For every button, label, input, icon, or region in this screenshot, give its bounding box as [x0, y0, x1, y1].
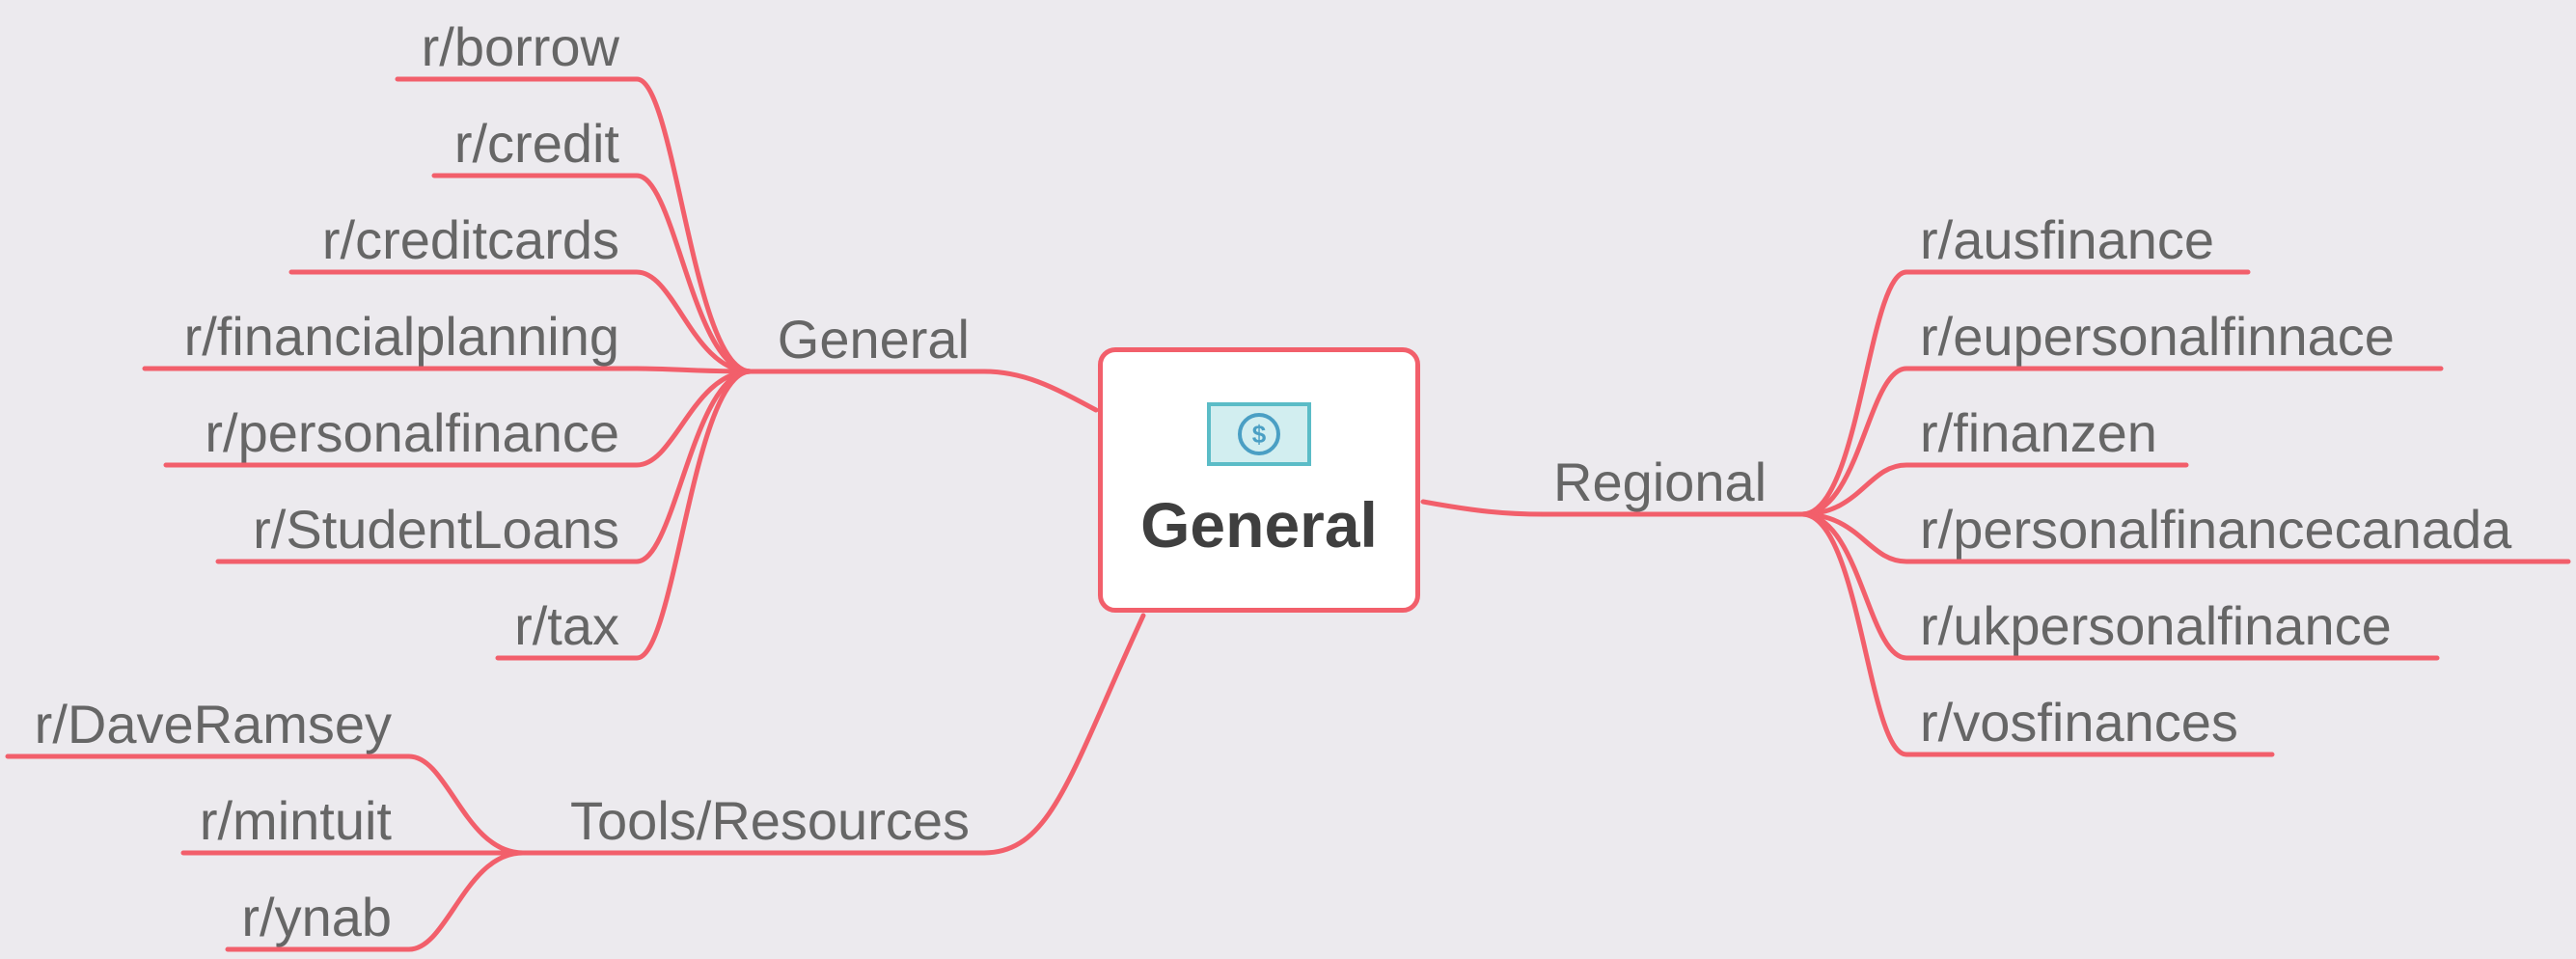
- connector-root-to-general: [981, 369, 1099, 413]
- leaf-r-mintuit[interactable]: r/mintuit: [200, 790, 393, 851]
- branch-label-tools-resources[interactable]: Tools/Resources: [570, 790, 970, 851]
- root-topic[interactable]: $ General: [1098, 347, 1420, 613]
- node-labels: General r/borrow r/credit r/creditcards r/fi…: [35, 16, 2513, 947]
- connector-leaf-r-borrow: [395, 76, 754, 374]
- leaf-r-creditcards[interactable]: r/creditcards: [322, 209, 619, 270]
- connector-leaf-r-eupersonalfinnace: [1799, 366, 2444, 517]
- connector-leaf-r-ukpersonalfinance: [1799, 511, 2440, 661]
- leaf-r-studentloans[interactable]: r/StudentLoans: [253, 499, 619, 560]
- leaf-r-eupersonalfinnace[interactable]: r/eupersonalfinnace: [1920, 306, 2395, 367]
- connector-leaf-r-daveramsey: [5, 754, 526, 856]
- leaf-r-vosfinances[interactable]: r/vosfinances: [1920, 692, 2238, 753]
- branch-label-general[interactable]: General: [778, 309, 970, 370]
- leaf-r-financialplanning[interactable]: r/financialplanning: [184, 306, 619, 367]
- connector-root-to-regional: [1420, 499, 1547, 517]
- leaf-r-credit[interactable]: r/credit: [454, 113, 620, 174]
- leaf-r-personalfinance[interactable]: r/personalfinance: [205, 402, 619, 463]
- leaf-r-tax[interactable]: r/tax: [514, 595, 619, 656]
- money-cycle-icon: $: [1207, 402, 1311, 466]
- connector-root-to-tools-resources: [981, 613, 1146, 856]
- connector-leaf-r-personalfinancecanada: [1799, 511, 2571, 564]
- leaf-r-ynab[interactable]: r/ynab: [241, 887, 392, 947]
- leaf-r-daveramsey[interactable]: r/DaveRamsey: [35, 694, 392, 754]
- leaf-r-ausfinance[interactable]: r/ausfinance: [1920, 209, 2214, 270]
- leaf-r-finanzen[interactable]: r/finanzen: [1920, 402, 2157, 463]
- connector-lines: [5, 76, 2571, 952]
- connector-leaf-r-creditcards: [288, 269, 754, 374]
- connector-leaf-r-finanzen: [1799, 462, 2189, 517]
- connector-leaf-r-ausfinance: [1799, 269, 2251, 517]
- root-title: General: [1140, 489, 1378, 561]
- connector-leaf-r-credit: [431, 173, 754, 374]
- svg-text:$: $: [1252, 420, 1267, 449]
- connector-leaf-r-tax: [495, 369, 754, 661]
- connector-leaf-r-personalfinance: [163, 369, 754, 468]
- leaf-r-borrow[interactable]: r/borrow: [422, 16, 620, 77]
- connector-leaf-r-studentloans: [215, 369, 754, 564]
- branch-label-regional[interactable]: Regional: [1553, 452, 1767, 512]
- leaf-r-ukpersonalfinance[interactable]: r/ukpersonalfinance: [1920, 595, 2392, 656]
- connector-leaf-r-ynab: [225, 850, 526, 952]
- leaf-r-personalfinancecanada[interactable]: r/personalfinancecanada: [1920, 499, 2512, 560]
- connector-leaf-r-vosfinances: [1799, 511, 2275, 757]
- connector-leaf-r-financialplanning: [142, 366, 754, 374]
